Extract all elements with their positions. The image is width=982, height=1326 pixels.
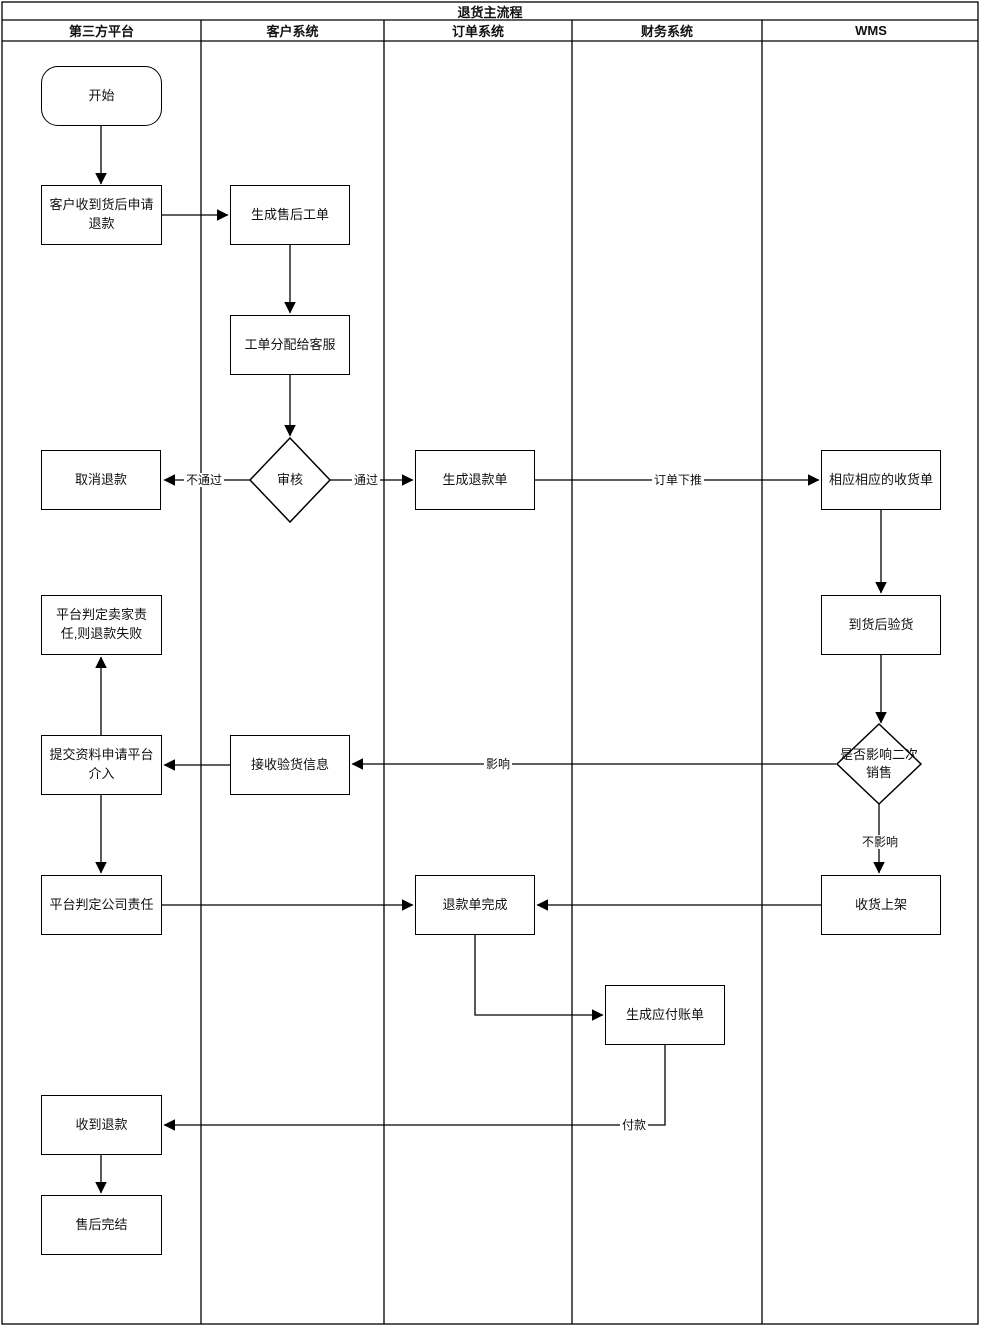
decision-resale-label: 是否影响二次销售 — [839, 747, 918, 780]
node-create-ticket: 生成售后工单 — [230, 185, 350, 245]
edge-payment — [163, 1045, 666, 1131]
node-cancel-refund: 取消退款 — [41, 450, 161, 510]
diagram-title: 退货主流程 — [457, 4, 523, 20]
decision-review-label: 审核 — [276, 472, 303, 487]
node-platform-appeal: 提交资料申请平台介入 — [41, 735, 162, 795]
lane-header-order-sys: 订单系统 — [451, 24, 504, 39]
node-receive-inspection: 接收验货信息 — [230, 735, 350, 795]
node-inspect-goods: 到货后验货 — [821, 595, 941, 655]
node-aftersale-done: 售后完结 — [41, 1195, 162, 1255]
node-payable-bill: 生成应付账单 — [605, 985, 725, 1045]
edge-label-affected: 影响 — [483, 757, 513, 771]
edge-label-pass: 通过 — [351, 473, 381, 487]
node-start: 开始 — [41, 66, 162, 126]
node-refund-done: 退款单完成 — [415, 875, 535, 935]
lane-header-finance-sys: 财务系统 — [640, 24, 693, 39]
decision-review-shape — [248, 436, 332, 524]
node-shelve-goods: 收货上架 — [821, 875, 941, 935]
edge-label-not-affected: 不影响 — [859, 835, 901, 849]
lane-header-third-party: 第三方平台 — [68, 24, 134, 39]
node-seller-fault: 平台判定卖家责任,则退款失败 — [41, 595, 162, 655]
node-company-fault: 平台判定公司责任 — [41, 875, 162, 935]
node-create-refund-order: 生成退款单 — [415, 450, 535, 510]
edge-label-order-push: 订单下推 — [651, 473, 705, 487]
edge-label-reject: 不通过 — [183, 473, 225, 487]
lane-header-customer-sys: 客户系统 — [266, 24, 319, 39]
node-refund-received: 收到退款 — [41, 1095, 162, 1155]
edge-label-payment: 付款 — [619, 1118, 649, 1132]
decision-resale-shape — [835, 722, 923, 806]
node-apply-refund: 客户收到货后申请退款 — [41, 185, 162, 245]
node-receipt-order: 相应相应的收货单 — [821, 450, 941, 510]
lane-header-wms: WMS — [855, 23, 887, 38]
node-assign-ticket: 工单分配给客服 — [230, 315, 350, 375]
edge-refunddone-to-bill — [474, 935, 604, 1021]
